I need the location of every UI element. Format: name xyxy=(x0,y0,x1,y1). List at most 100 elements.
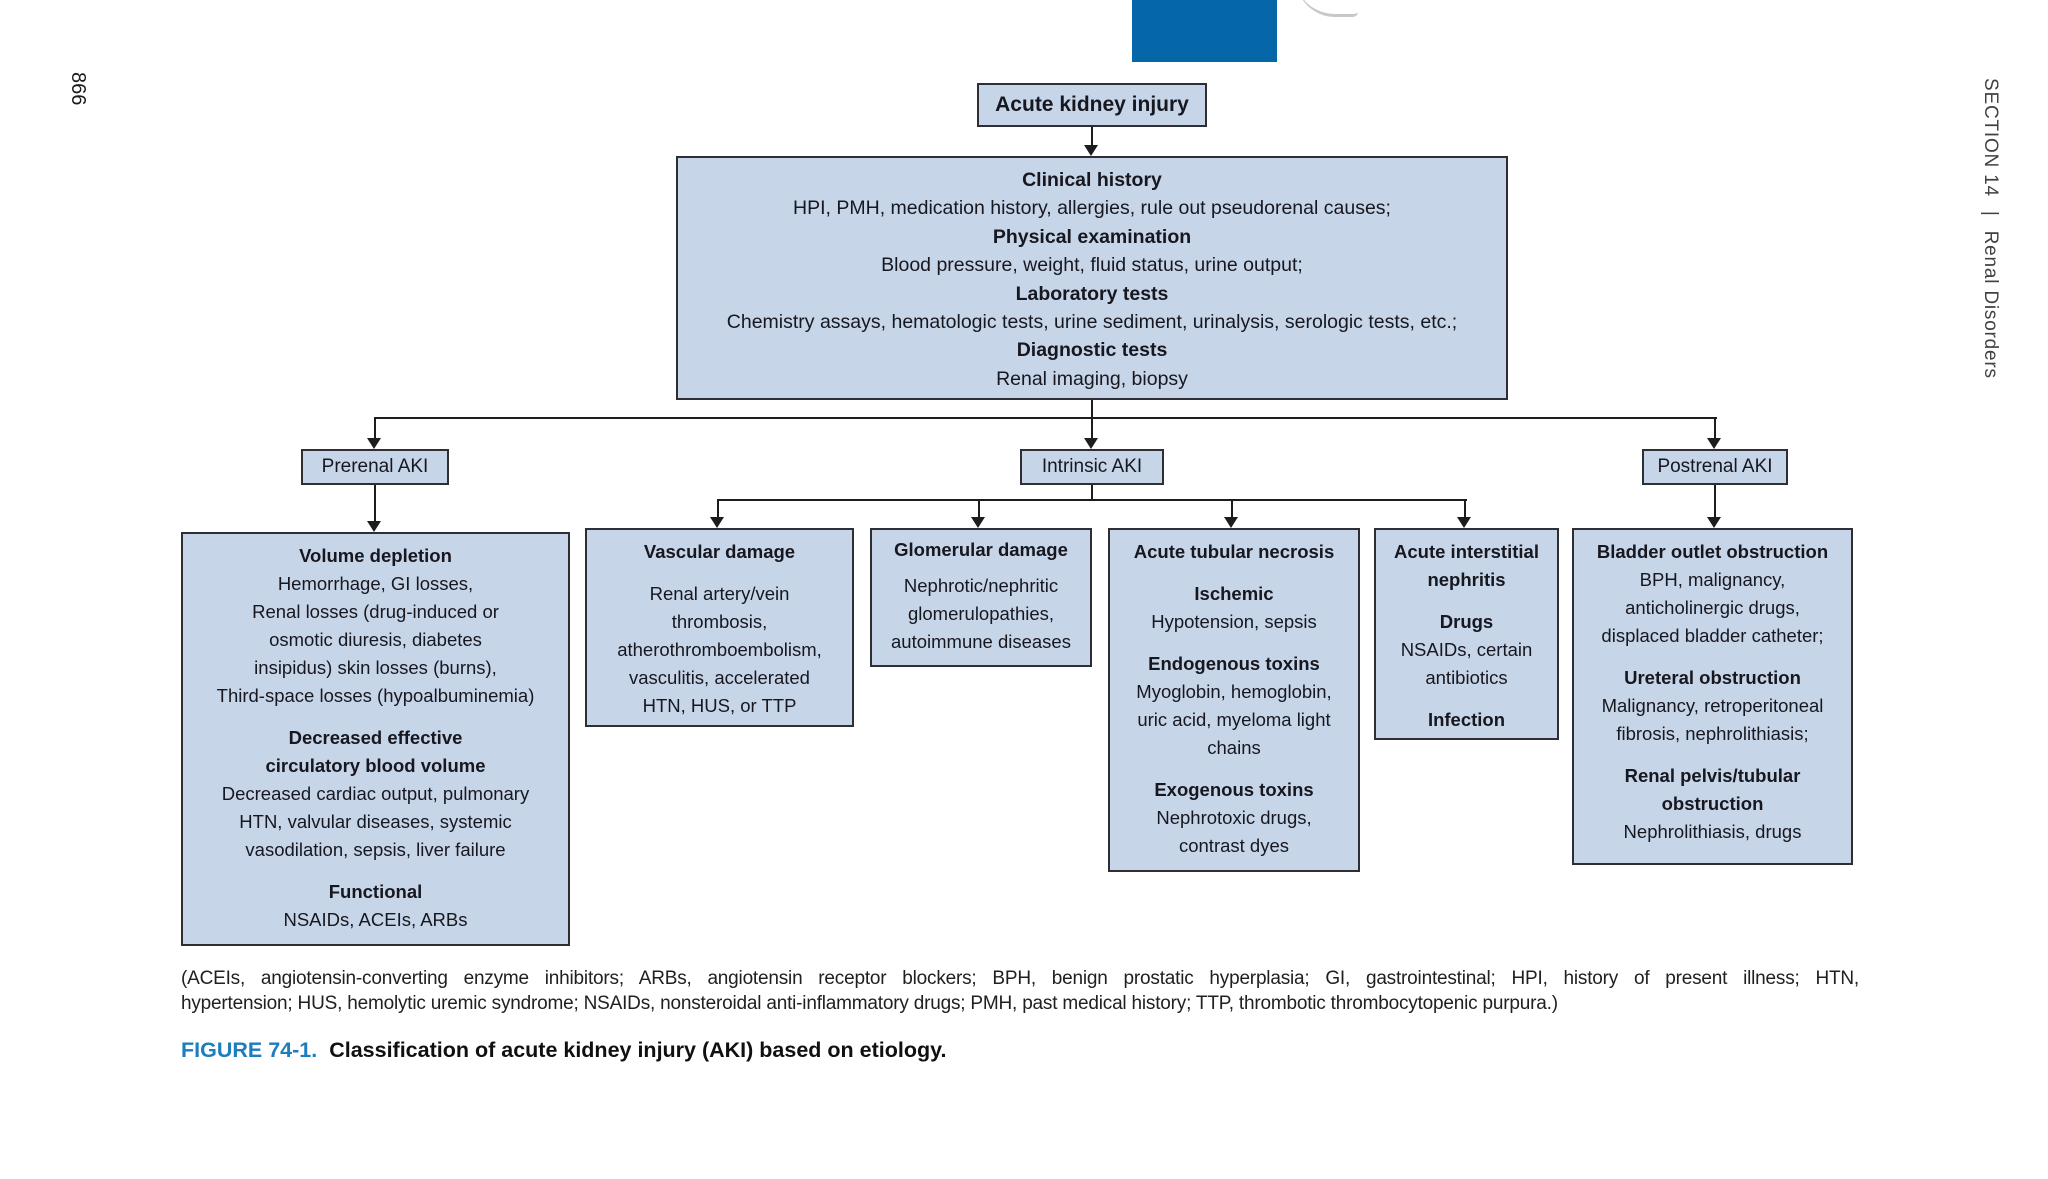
footnote-line: (ACEIs, angiotensin-converting enzyme in… xyxy=(181,968,1859,989)
category-postrenal-aki: Postrenal AKI xyxy=(1642,449,1788,485)
box-heading: Functional xyxy=(328,881,423,902)
box-line: atherothromboembolism, xyxy=(617,639,822,660)
box-line: glomerulopathies, xyxy=(907,603,1055,624)
box-line: Nephrotic/nephritic xyxy=(903,575,1059,596)
prerenal-causes-box: Volume depletion Hemorrhage, GI losses, … xyxy=(181,532,570,946)
box-line: Nephrotoxic drugs, xyxy=(1156,807,1312,828)
figure-caption-label: FIGURE 74-1. xyxy=(181,1038,318,1062)
box-line: autoimmune diseases xyxy=(891,631,1071,652)
category-label: Postrenal AKI xyxy=(1657,456,1773,477)
connector-postrenal-drop xyxy=(1714,418,1716,439)
workup-detail: Blood pressure, weight, fluid status, ur… xyxy=(881,254,1303,277)
arrowhead-to-atn xyxy=(1224,517,1238,528)
box-section: Infection xyxy=(1380,706,1553,734)
box-line: Hemorrhage, GI losses, xyxy=(277,573,474,594)
box-heading: Vascular damage xyxy=(643,541,796,562)
running-head: SECTION 14 | Renal Disorders xyxy=(1979,78,2001,379)
connector-prerenal-drop xyxy=(374,418,376,439)
root-node-acute-kidney-injury: Acute kidney injury xyxy=(977,83,1207,127)
box-heading: Drugs xyxy=(1439,611,1494,632)
box-heading: Endogenous toxins xyxy=(1148,653,1320,674)
box-heading: Glomerular damage xyxy=(894,539,1068,560)
box-section: Nephrotic/nephritic glomerulopathies, au… xyxy=(876,572,1086,656)
box-section: Endogenous toxins Myoglobin, hemoglobin,… xyxy=(1114,650,1354,762)
running-head-divider: | xyxy=(1980,210,2001,217)
arrowhead-to-intrinsic xyxy=(1084,438,1098,449)
box-line: osmotic diuresis, diabetes xyxy=(269,629,482,650)
glomerular-damage-box: Glomerular damage Nephrotic/nephritic gl… xyxy=(870,528,1092,667)
acute-interstitial-nephritis-box: Acute interstitial nephritis Drugs NSAID… xyxy=(1374,528,1559,740)
box-line: vasodilation, sepsis, liver failure xyxy=(245,839,506,860)
box-heading: Ureteral obstruction xyxy=(1624,667,1801,688)
abbreviations-footnote: (ACEIs, angiotensin-converting enzyme in… xyxy=(181,966,1859,1016)
workup-heading: Physical examination xyxy=(992,225,1192,248)
connector-postrenal-stub xyxy=(1714,485,1716,518)
category-intrinsic-aki: Intrinsic AKI xyxy=(1020,449,1164,485)
workup-heading: Diagnostic tests xyxy=(1016,339,1168,362)
box-line: anticholinergic drugs, xyxy=(1625,597,1800,618)
arrowhead-to-postrenal-causes xyxy=(1707,517,1721,528)
box-line: NSAIDs, ACEIs, ARBs xyxy=(283,909,468,930)
connector-vascular-drop xyxy=(717,500,719,518)
box-line: HTN, HUS, or TTP xyxy=(642,695,797,716)
box-line: contrast dyes xyxy=(1178,835,1290,856)
box-line: Renal artery/vein xyxy=(649,583,790,604)
box-heading: circulatory blood volume xyxy=(265,755,486,776)
connector-root-stub xyxy=(1091,127,1093,147)
arrowhead-to-glomerular xyxy=(971,517,985,528)
box-section: Acute interstitial nephritis xyxy=(1380,538,1553,594)
box-line: Hypotension, sepsis xyxy=(1151,611,1317,632)
box-section: Decreased effective circulatory blood vo… xyxy=(187,724,564,864)
box-section: Vascular damage xyxy=(591,538,848,566)
postrenal-causes-box: Bladder outlet obstruction BPH, malignan… xyxy=(1572,528,1853,865)
box-section: Renal pelvis/tubular obstruction Nephrol… xyxy=(1578,762,1847,846)
connector-workup-stub xyxy=(1091,400,1093,418)
box-heading: Ischemic xyxy=(1194,583,1274,604)
category-label: Intrinsic AKI xyxy=(1041,456,1143,477)
box-line: uric acid, myeloma light xyxy=(1137,709,1331,730)
box-heading: Exogenous toxins xyxy=(1154,779,1314,800)
box-section: Ischemic Hypotension, sepsis xyxy=(1114,580,1354,636)
connector-atn-drop xyxy=(1231,500,1233,518)
category-label: Prerenal AKI xyxy=(321,456,429,477)
arrowhead-to-prerenal xyxy=(367,438,381,449)
box-line: fibrosis, nephrolithiasis; xyxy=(1616,723,1809,744)
box-section: Acute tubular necrosis xyxy=(1114,538,1354,566)
connector-ain-drop xyxy=(1464,500,1466,518)
box-heading: Bladder outlet obstruction xyxy=(1596,541,1829,562)
workup-box: Clinical history HPI, PMH, medication hi… xyxy=(676,156,1508,400)
box-line: Malignancy, retroperitoneal xyxy=(1601,695,1824,716)
box-heading: obstruction xyxy=(1661,793,1764,814)
figure-caption: FIGURE 74-1. Classification of acute kidn… xyxy=(181,1038,946,1063)
acute-tubular-necrosis-box: Acute tubular necrosis Ischemic Hypotens… xyxy=(1108,528,1360,872)
box-section: Renal artery/vein thrombosis, atherothro… xyxy=(591,580,848,720)
box-heading: Decreased effective xyxy=(288,727,463,748)
workup-heading: Clinical history xyxy=(1022,169,1162,191)
box-section: Bladder outlet obstruction BPH, malignan… xyxy=(1578,538,1847,650)
box-line: chains xyxy=(1207,737,1261,758)
footnote-line: hypertension; HUS, hemolytic uremic synd… xyxy=(181,993,1558,1014)
vascular-damage-box: Vascular damage Renal artery/vein thromb… xyxy=(585,528,854,727)
root-node-label: Acute kidney injury xyxy=(995,93,1189,116)
box-line: vasculitis, accelerated xyxy=(629,667,810,688)
running-head-title: Renal Disorders xyxy=(1980,230,2001,379)
section-tab-rectangle xyxy=(1132,0,1277,62)
box-heading: nephritis xyxy=(1427,569,1506,590)
connector-intrinsic-drop xyxy=(1091,418,1093,439)
box-line: Myoglobin, hemoglobin, xyxy=(1136,681,1332,702)
box-line: Nephrolithiasis, drugs xyxy=(1623,821,1802,842)
running-head-section: SECTION 14 xyxy=(1980,78,2001,197)
arrowhead-to-prerenal-causes xyxy=(367,521,381,532)
arrowhead-to-ain xyxy=(1457,517,1471,528)
figure-caption-text: Classification of acute kidney injury (A… xyxy=(329,1038,947,1062)
box-line: displaced bladder catheter; xyxy=(1601,625,1824,646)
box-heading: Volume depletion xyxy=(299,545,452,566)
workup-detail: Renal imaging, biopsy xyxy=(996,367,1188,390)
box-section: Ureteral obstruction Malignancy, retrope… xyxy=(1578,664,1847,748)
connector-intrinsic-bar xyxy=(717,499,1467,501)
box-line: insipidus) skin losses (burns), xyxy=(254,657,497,678)
page-number: 866 xyxy=(67,72,89,106)
connector-branch-bar xyxy=(374,417,1717,419)
box-heading: Acute interstitial xyxy=(1394,541,1539,562)
